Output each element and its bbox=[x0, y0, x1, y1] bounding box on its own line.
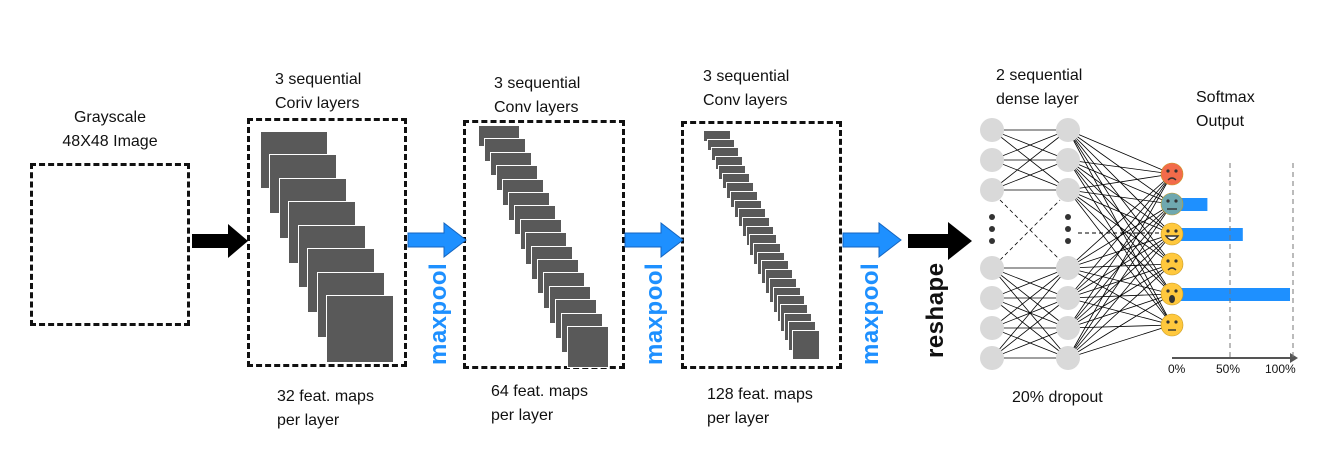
conv2-caption-line2: per layer bbox=[491, 407, 554, 424]
connection-line bbox=[991, 267, 1069, 359]
maxpool-arrow-icon bbox=[624, 221, 684, 259]
neuron-node bbox=[980, 148, 1004, 172]
connection-line bbox=[991, 159, 1069, 191]
connection-line bbox=[1067, 173, 1173, 359]
ellipsis-dot bbox=[989, 238, 995, 244]
ellipsis-dot bbox=[1065, 226, 1071, 232]
connection-line bbox=[999, 199, 1061, 261]
conv3-subtitle: Conv layers bbox=[703, 92, 788, 109]
connection-line bbox=[1067, 203, 1173, 359]
conv1-box bbox=[247, 118, 407, 367]
reshape-label: reshape bbox=[922, 262, 949, 358]
conv2-box bbox=[463, 120, 625, 369]
connection-line bbox=[1067, 159, 1173, 175]
tick-100: 100% bbox=[1265, 362, 1296, 376]
tick-50: 50% bbox=[1216, 362, 1241, 376]
maxpool-label-1: maxpool bbox=[425, 262, 452, 365]
neuron-node bbox=[980, 118, 1004, 142]
softmax-bars bbox=[1172, 168, 1290, 332]
conv3-caption-line1: 128 feat. maps bbox=[707, 386, 813, 403]
connection-line bbox=[1067, 189, 1173, 326]
connection-line bbox=[991, 327, 1069, 359]
connection-line bbox=[1067, 324, 1173, 359]
connection-line bbox=[1067, 173, 1173, 329]
connection-line bbox=[1067, 189, 1173, 235]
feature-map bbox=[326, 295, 394, 363]
conv1-caption-line2: per layer bbox=[277, 412, 340, 429]
softmax-bar bbox=[1172, 228, 1243, 241]
softmax-bar bbox=[1172, 288, 1290, 301]
ellipsis-dot bbox=[989, 226, 995, 232]
conv1-subtitle: Coriv layers bbox=[275, 95, 360, 112]
connection-line bbox=[1067, 173, 1173, 269]
happy-face-icon bbox=[1160, 222, 1184, 246]
neuron-node bbox=[1056, 118, 1080, 142]
connection-line bbox=[1067, 263, 1173, 359]
arrow-icon bbox=[192, 224, 248, 258]
dense-connections bbox=[991, 129, 1173, 359]
dense-nodes bbox=[980, 118, 1080, 370]
connection-line bbox=[991, 297, 1069, 359]
neuron-node bbox=[1056, 286, 1080, 310]
connection-line bbox=[1067, 173, 1173, 191]
maxpool-arrow-icon bbox=[842, 221, 902, 259]
input-subtitle: 48X48 Image bbox=[62, 133, 158, 150]
ellipsis-dot bbox=[1065, 238, 1071, 244]
connection-line bbox=[991, 267, 1069, 329]
connection-line bbox=[1067, 233, 1173, 359]
conv1-title: 3 sequential bbox=[275, 71, 362, 88]
neuron-node bbox=[1056, 256, 1080, 280]
connection-line bbox=[1067, 189, 1173, 205]
connection-line bbox=[1067, 324, 1173, 329]
conv3-title: 3 sequential bbox=[703, 68, 790, 85]
conv2-title: 3 sequential bbox=[494, 75, 581, 92]
conv2-subtitle: Conv layers bbox=[494, 99, 579, 116]
dense-title: 2 sequential bbox=[996, 67, 1083, 84]
connection-line bbox=[991, 129, 1069, 191]
conv2-caption-line1: 64 feat. maps bbox=[491, 383, 588, 400]
neuron-node bbox=[1056, 316, 1080, 340]
maxpool-label-2: maxpool bbox=[641, 262, 668, 365]
neutral-face-icon bbox=[1160, 313, 1184, 337]
softmax-title: Softmax bbox=[1196, 89, 1255, 106]
dropout-caption: 20% dropout bbox=[1012, 389, 1103, 406]
connection-line bbox=[1067, 189, 1173, 265]
sad-face-icon bbox=[1160, 252, 1184, 276]
connection-line bbox=[991, 129, 1069, 161]
neuron-node bbox=[1056, 346, 1080, 370]
ellipsis-dot bbox=[1065, 214, 1071, 220]
maxpool-arrow-icon bbox=[407, 221, 467, 259]
conv3-caption-line2: per layer bbox=[707, 410, 770, 427]
neuron-node bbox=[1056, 178, 1080, 202]
maxpool-label-3: maxpool bbox=[857, 262, 884, 365]
neuron-node bbox=[980, 178, 1004, 202]
connection-line bbox=[1067, 129, 1173, 175]
emotion-faces bbox=[1160, 162, 1184, 337]
neuron-node bbox=[1056, 148, 1080, 172]
neuron-node bbox=[980, 286, 1004, 310]
conv3-box bbox=[681, 121, 842, 369]
connection-line bbox=[1067, 189, 1173, 295]
neuron-node bbox=[980, 346, 1004, 370]
neuron-node bbox=[980, 256, 1004, 280]
angry-face-icon bbox=[1160, 162, 1184, 186]
conv1-caption-line1: 32 feat. maps bbox=[277, 388, 374, 405]
neuron-node bbox=[980, 316, 1004, 340]
dense-subtitle: dense layer bbox=[996, 91, 1079, 108]
connection-line bbox=[991, 267, 1069, 299]
tick-0: 0% bbox=[1168, 362, 1186, 376]
surprise-face-icon bbox=[1160, 282, 1184, 306]
reshape-arrow-icon bbox=[908, 222, 972, 260]
connection-line bbox=[1067, 293, 1173, 359]
disgust-face-icon bbox=[1160, 192, 1184, 216]
softmax-subtitle: Output bbox=[1196, 113, 1245, 130]
connection-line bbox=[1067, 173, 1173, 299]
ellipsis-dot bbox=[989, 214, 995, 220]
input-title: Grayscale bbox=[73, 109, 147, 126]
input-image-box bbox=[30, 163, 190, 326]
feature-map bbox=[567, 326, 609, 368]
softmax-axis bbox=[1172, 163, 1298, 363]
feature-map bbox=[792, 330, 820, 360]
